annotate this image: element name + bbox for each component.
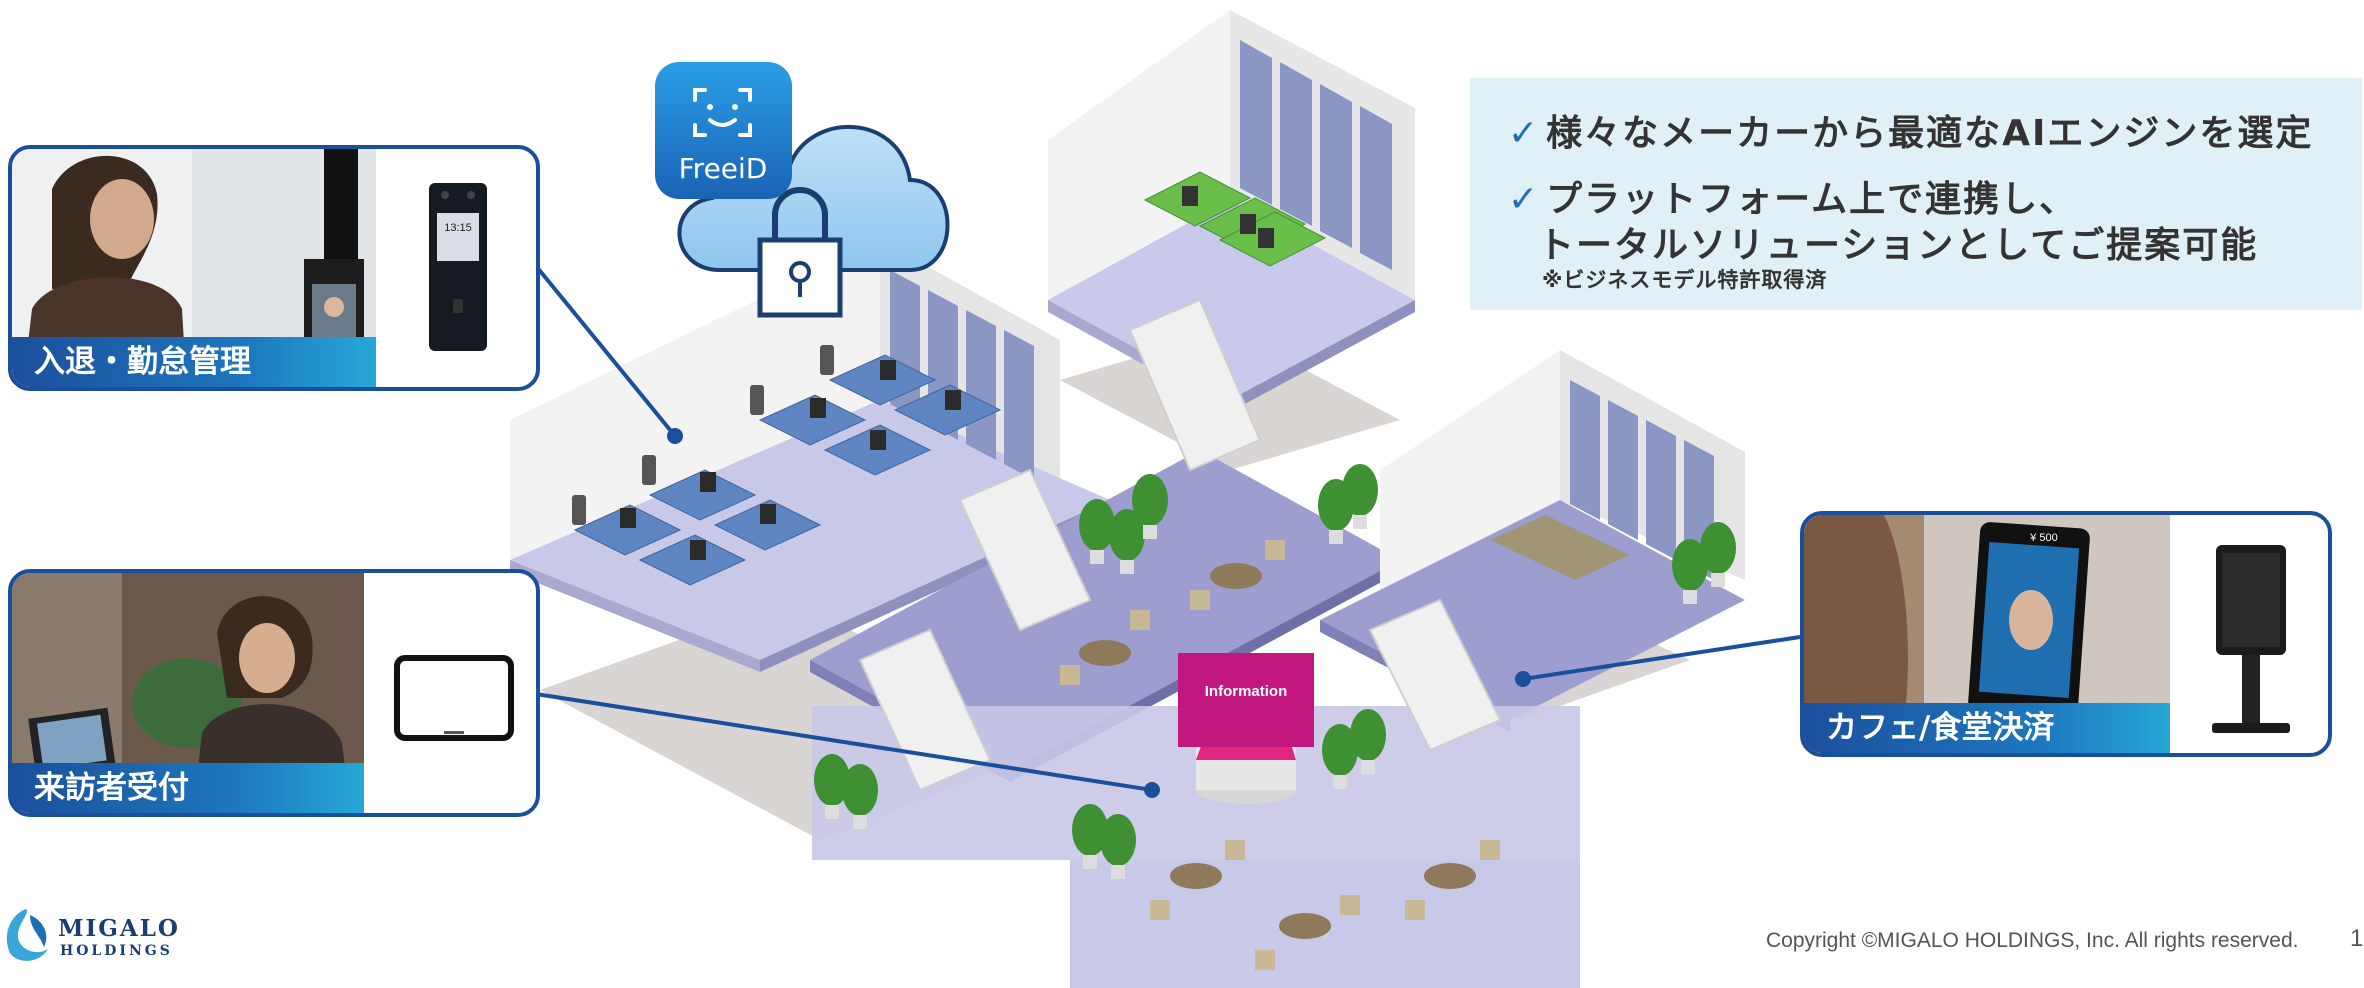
check-icon: ✓ [1508, 179, 1541, 220]
feature-line-3: トータルソリューションとしてご提案可能 [1538, 225, 2259, 266]
page-number: 1 [2350, 925, 2364, 952]
feature-info-box: ✓様々なメーカーから最適なAIエンジンを選定 ✓プラットフォーム上で連携し、 ト… [1470, 78, 2362, 310]
feature-line-2: ✓プラットフォーム上で連携し、 [1508, 179, 2078, 220]
information-desk: Information [1178, 653, 1314, 804]
cafe-screen-price: ¥ 500 [2029, 532, 2058, 544]
payment-kiosk-icon [2212, 545, 2290, 733]
callout-attendance: 入退・勤怠管理 13:15 [8, 145, 540, 391]
attendance-label: 入退・勤怠管理 [12, 337, 376, 387]
freeid-label: FreeiD [679, 152, 768, 185]
information-sign: Information [1205, 683, 1288, 700]
tablet-icon [394, 655, 514, 741]
migalo-logo-icon [6, 909, 48, 961]
right-cafe-room [1320, 350, 1745, 732]
check-icon: ✓ [1508, 113, 1541, 154]
connector-lines [534, 264, 1801, 792]
staircases [858, 298, 1502, 792]
connector-dot [667, 428, 683, 444]
copyright-text: Copyright ©MIGALO HOLDINGS, Inc. All rig… [1766, 929, 2299, 952]
freeid-app-icon: FreeiD [655, 62, 792, 199]
face-recognition-terminal-icon: 13:15 [429, 183, 487, 351]
cafe-label: カフェ/食堂決済 [1804, 703, 2170, 753]
company-logo-text: MIGALO HOLDINGS [58, 915, 180, 959]
upper-meeting-room [1048, 10, 1415, 412]
reception-label: 来訪者受付 [12, 763, 364, 813]
terminal-clock: 13:15 [444, 222, 472, 234]
connector-dot [1515, 671, 1531, 687]
connector-dot [1144, 782, 1160, 798]
feature-line-1: ✓様々なメーカーから最適なAIエンジンを選定 [1508, 113, 2314, 154]
callout-reception: 来訪者受付 [8, 569, 540, 817]
callout-cafe: ¥ 500 カフェ/食堂決済 [1800, 511, 2332, 757]
plants [814, 464, 1736, 879]
patent-note: ※ビジネスモデル特許取得済 [1542, 268, 1828, 292]
